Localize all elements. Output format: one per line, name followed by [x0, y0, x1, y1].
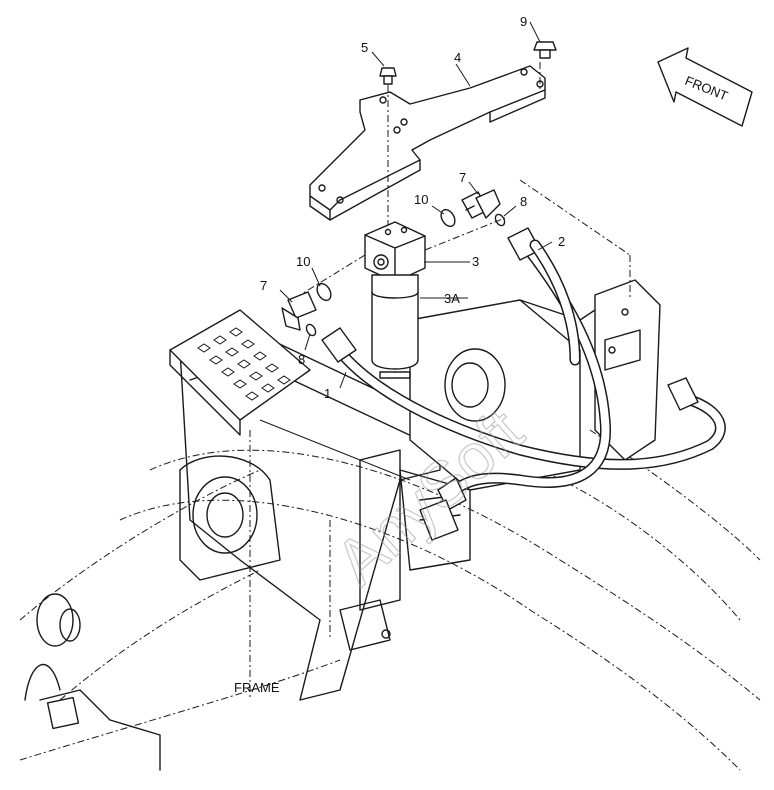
callout-8-lower: 8	[298, 352, 305, 367]
bolt-5	[379, 67, 397, 85]
front-direction-arrow: FRONT	[657, 47, 753, 127]
step-plate-holes	[197, 327, 291, 401]
hose-assembly-1	[321, 327, 726, 470]
elbow-fitting-lower	[281, 291, 317, 331]
callouts: 1 2 3 3A 4 5 7 7 8 8 9 10 10	[260, 14, 565, 401]
callout-3: 3	[472, 254, 479, 269]
elbow-fitting-upper	[461, 189, 501, 219]
callout-7-upper: 7	[459, 170, 466, 185]
callout-5: 5	[361, 40, 368, 55]
callout-7-lower: 7	[260, 278, 267, 293]
callout-8-upper: 8	[520, 194, 527, 209]
hose-assembly-2	[419, 227, 612, 541]
callout-2: 2	[558, 234, 565, 249]
o-rings	[305, 208, 506, 337]
callout-10-lower: 10	[296, 254, 310, 269]
callout-1: 1	[324, 386, 331, 401]
callout-10-upper: 10	[414, 192, 428, 207]
frame-label: FRAME	[234, 680, 280, 695]
leader-lines	[279, 21, 553, 389]
callout-9: 9	[520, 14, 527, 29]
callout-4: 4	[454, 50, 461, 65]
hydraulic-filter	[299, 217, 506, 379]
callout-3a: 3A	[444, 291, 460, 306]
mounting-bracket	[309, 62, 546, 232]
bolt-9	[533, 41, 557, 59]
